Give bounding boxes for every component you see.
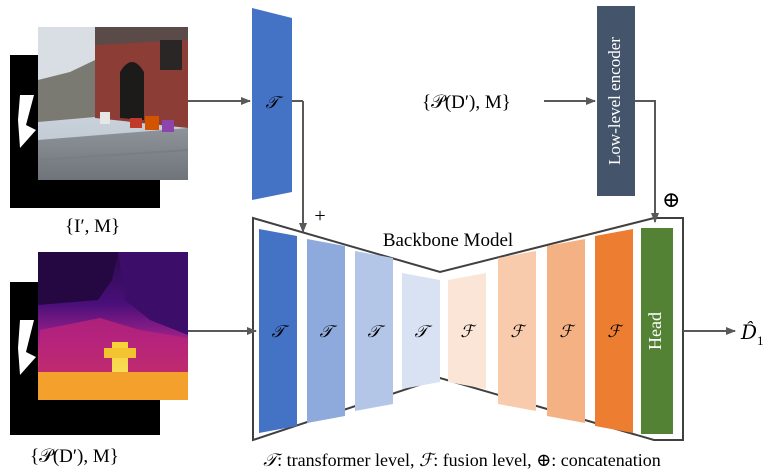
side-transformer-block: 𝒯 xyxy=(252,8,292,200)
depth-prompt-label: {𝒫(D′), M} xyxy=(422,92,511,113)
plus-symbol: + xyxy=(314,205,325,227)
low-level-encoder-block: Low-level encoder xyxy=(597,6,635,196)
head-shape xyxy=(641,228,673,434)
connectors xyxy=(188,97,736,335)
low-level-encoder-shape xyxy=(597,6,635,196)
transformer-stage-2 xyxy=(307,239,345,423)
output-subscript: 1 xyxy=(757,333,764,348)
concatenation-symbol: ⊕ xyxy=(662,187,680,212)
backbone-title: Backbone Model xyxy=(383,230,513,251)
transformer-stage-3 xyxy=(355,251,393,411)
rgb-mask-hole xyxy=(18,95,36,148)
head-label: Head xyxy=(645,312,665,350)
transformer-stage-4 xyxy=(402,273,440,389)
depth-input-label: {𝒫(D′), M} xyxy=(30,446,119,467)
low-level-encoder-label: Low-level encoder xyxy=(605,37,624,165)
legend-fusion-symbol: ℱ xyxy=(419,450,436,471)
legend: 𝒯: transformer level, ℱ: fusion level, ⊕… xyxy=(263,450,660,471)
legend-transformer-text: : transformer level, xyxy=(277,450,419,470)
depth-input-stack xyxy=(10,252,188,435)
rgb-input-stack xyxy=(10,27,189,208)
depth-mask-hole xyxy=(18,320,36,375)
fusion-stage-3 xyxy=(547,239,585,423)
fusion-stage-2-symbol: ℱ xyxy=(510,322,527,342)
fusion-stage-3-symbol: ℱ xyxy=(559,322,576,342)
legend-fusion-text: : fusion level, xyxy=(433,450,536,470)
rgb-photo xyxy=(37,27,189,180)
output-depth: D̂ 1 xyxy=(740,320,764,348)
side-transformer-shape xyxy=(252,8,292,200)
output-label: D̂ xyxy=(740,320,757,344)
fusion-stage-2 xyxy=(498,251,536,411)
head-block: Head xyxy=(641,228,673,434)
fusion-stage-4 xyxy=(595,229,633,433)
fusion-stage-1-symbol: ℱ xyxy=(460,322,477,342)
rgb-input-label: {I′, M} xyxy=(65,216,120,237)
fusion-stage-4-symbol: ℱ xyxy=(607,322,624,342)
transformer-stage-1 xyxy=(259,229,297,433)
legend-concat-text: : concatenation xyxy=(551,450,660,470)
depth-map-image xyxy=(38,252,188,400)
legend-concat-symbol: ⊕ xyxy=(536,450,551,470)
arrow-encoder-to-head xyxy=(635,100,659,223)
fusion-stage-1 xyxy=(448,273,486,389)
